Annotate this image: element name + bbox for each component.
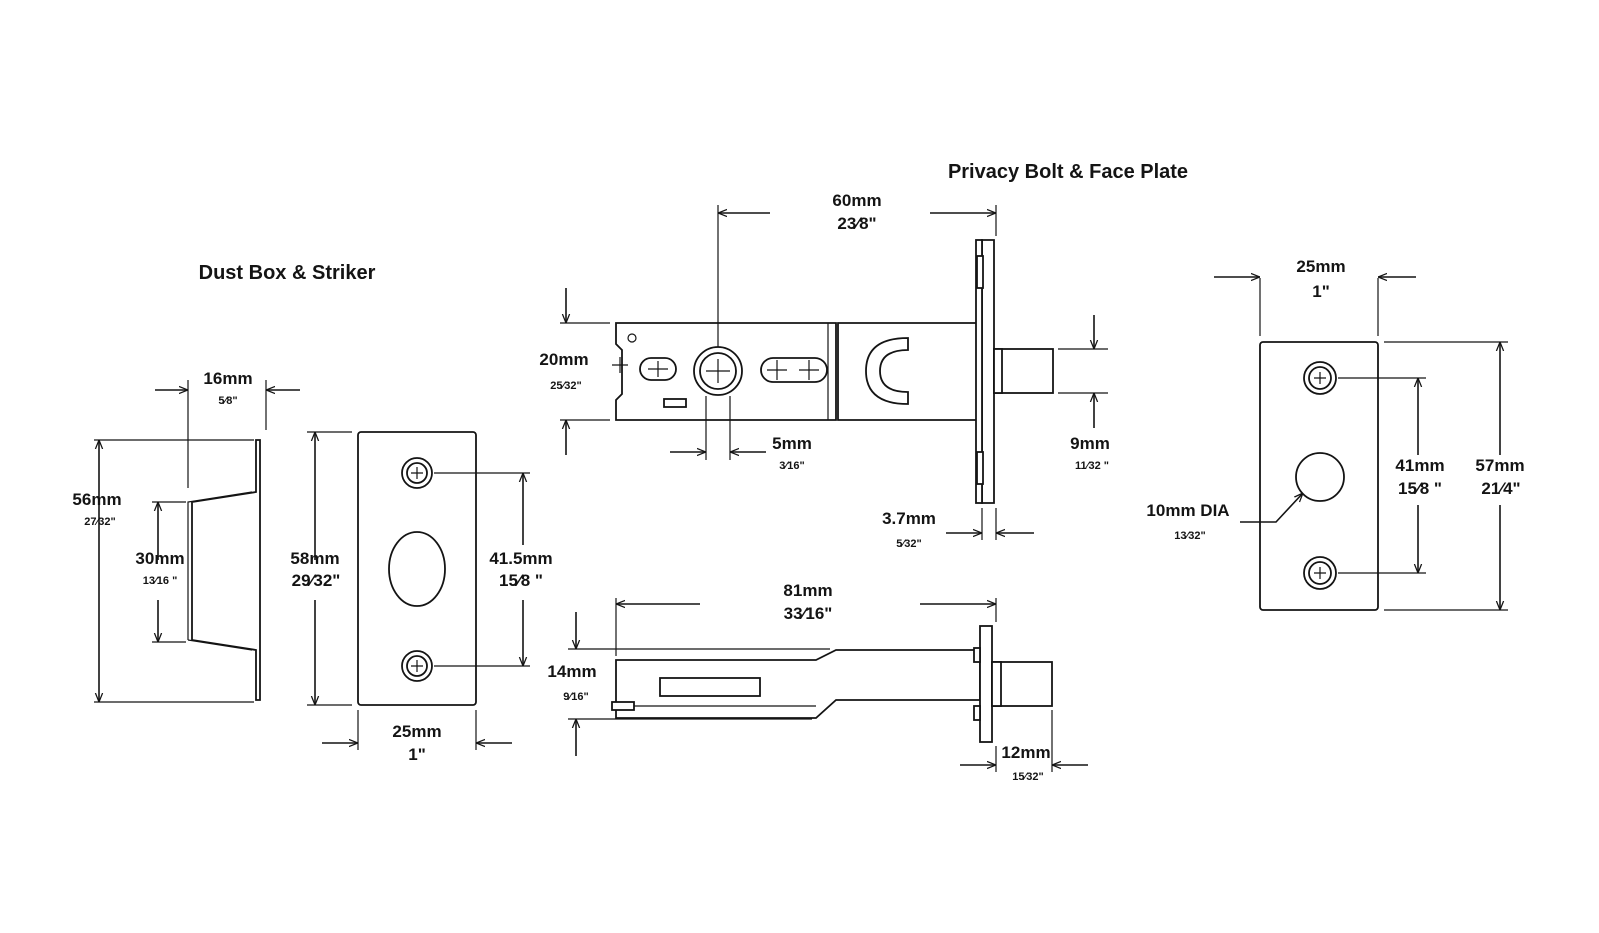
- bolt-height-mm: 20mm: [539, 350, 588, 369]
- dust-height-in: 27⁄32": [84, 516, 116, 528]
- striker-height-mm: 58mm: [290, 549, 339, 568]
- privacy-bolt-top: [612, 322, 983, 421]
- dust-depth-mm: 30mm: [135, 549, 184, 568]
- striker-holes-in: 15⁄8 ": [499, 571, 543, 590]
- dust-box-title: Dust Box & Striker: [199, 262, 376, 284]
- privacy-bolt-title: Privacy Bolt & Face Plate: [948, 161, 1188, 183]
- plate-width-mm: 25mm: [1296, 257, 1345, 276]
- dust-width-in: 5⁄8": [218, 395, 237, 407]
- bolt-side-height-mm: 14mm: [547, 662, 596, 681]
- spindle-in: 3⁄16": [779, 460, 804, 472]
- latch-in: 11⁄32 ": [1075, 460, 1109, 472]
- plate-height-mm: 57mm: [1475, 456, 1524, 475]
- plate-height-in: 21⁄4": [1481, 479, 1520, 498]
- latch-projection-in: 15⁄32": [1012, 771, 1044, 783]
- hole-diameter-in: 13⁄32": [1174, 530, 1206, 542]
- plate-thickness-mm: 3.7mm: [882, 509, 936, 528]
- dust-box-profile: [187, 439, 261, 701]
- plate-thickness-in: 5⁄32": [896, 538, 921, 550]
- striker-height-in: 29⁄32": [292, 571, 341, 590]
- spindle-mm: 5mm: [772, 434, 812, 453]
- latch-mm: 9mm: [1070, 434, 1110, 453]
- bolt-length-in: 23⁄8": [837, 214, 876, 233]
- striker-plate: [357, 431, 477, 706]
- striker-width-mm: 25mm: [392, 722, 441, 741]
- bolt-height-in: 25⁄32": [550, 380, 582, 392]
- dust-depth-in: 13⁄16 ": [143, 575, 178, 587]
- bolt-length-mm: 60mm: [832, 191, 881, 210]
- dust-height-mm: 56mm: [72, 490, 121, 509]
- striker-width-in: 1": [408, 745, 426, 764]
- privacy-bolt-side: [611, 625, 1053, 743]
- hole-diameter-mm: 10mm DIA: [1146, 501, 1229, 520]
- dust-width-mm: 16mm: [203, 369, 252, 388]
- latch-projection-mm: 12mm: [1001, 743, 1050, 762]
- plate-holes-mm: 41mm: [1395, 456, 1444, 475]
- plate-width-in: 1": [1312, 282, 1330, 301]
- face-plate-edge: [975, 239, 1054, 504]
- bolt-side-height-in: 9⁄16": [563, 691, 588, 703]
- face-plate-front: [1259, 341, 1379, 611]
- bolt-total-mm: 81mm: [783, 581, 832, 600]
- bolt-total-in: 33⁄16": [784, 604, 833, 623]
- plate-holes-in: 15⁄8 ": [1398, 479, 1442, 498]
- striker-holes-mm: 41.5mm: [489, 549, 552, 568]
